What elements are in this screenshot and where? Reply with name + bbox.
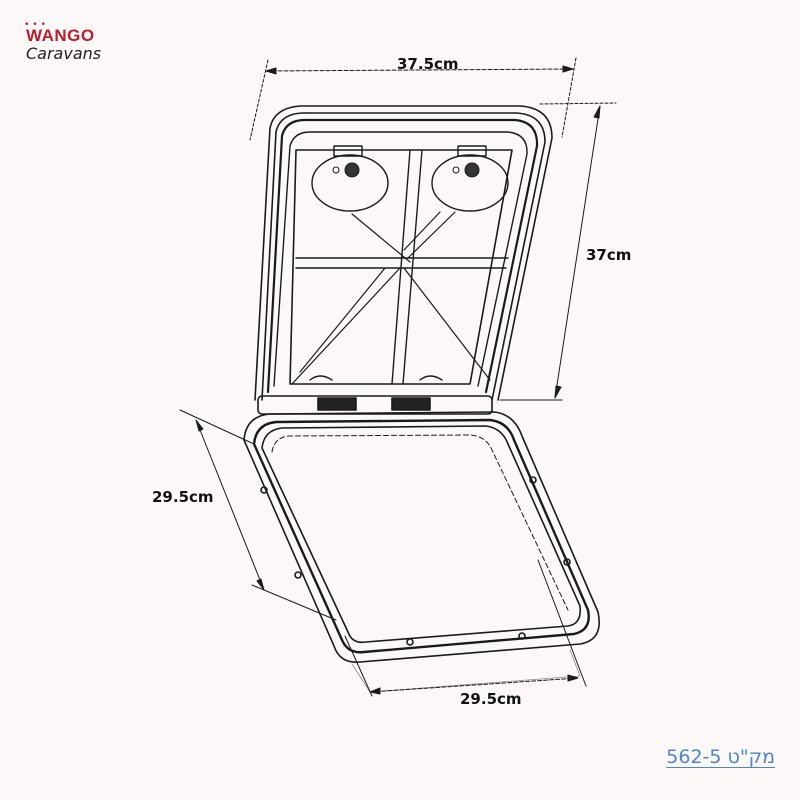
dimension-frame-depth bbox=[179, 409, 337, 621]
crown-icon: ••• bbox=[24, 20, 49, 30]
base-frame bbox=[243, 411, 600, 693]
label-lid-height: 37cm bbox=[586, 246, 632, 264]
brand-logo: ••• WANGO Caravans bbox=[22, 20, 132, 68]
dimension-top-width bbox=[249, 57, 577, 141]
label-frame-depth: 29.5cm bbox=[152, 488, 214, 506]
dimension-frame-width bbox=[344, 559, 587, 697]
dimension-lid-height bbox=[499, 102, 617, 401]
logo-wordmark-top: WANGO bbox=[26, 26, 95, 45]
label-top-width: 37.5cm bbox=[397, 55, 459, 73]
lid bbox=[254, 105, 553, 401]
hinge bbox=[257, 395, 493, 415]
label-frame-width: 29.5cm bbox=[460, 690, 522, 708]
sku-link[interactable]: מק"ט 562-5 bbox=[666, 746, 775, 768]
logo-wordmark-bottom: Caravans bbox=[26, 44, 102, 63]
